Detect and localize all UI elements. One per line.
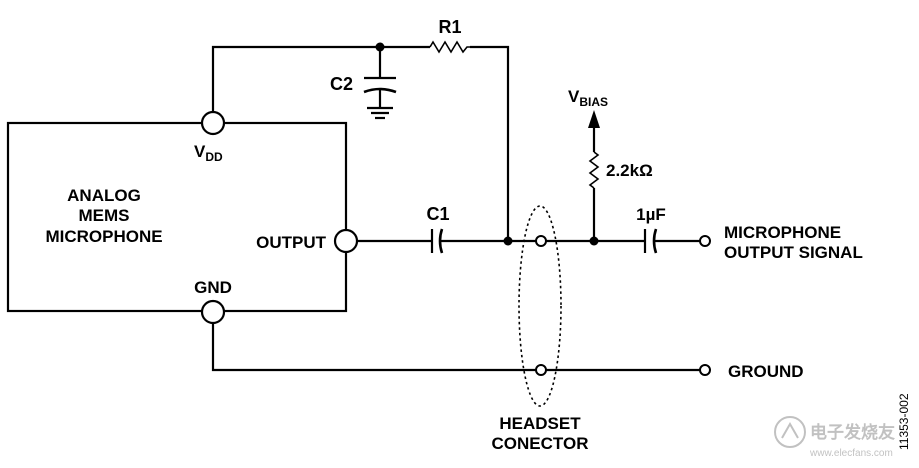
connector-ground-contact (535, 364, 547, 376)
r1-resistor (429, 40, 470, 54)
c2-label: C2 (330, 74, 353, 94)
bias-resistor (588, 151, 600, 189)
output-signal-label-line-1: MICROPHONE (724, 223, 841, 242)
block-label-line-1: ANALOG (67, 186, 141, 205)
connector-label-line-1: HEADSET (499, 414, 581, 433)
output-pin-label: OUTPUT (256, 233, 327, 252)
ground-symbol (367, 106, 393, 120)
bias-resistor-label: 2.2kΩ (606, 161, 653, 180)
r1-junction (503, 236, 513, 246)
output-signal-label-line-2: OUTPUT SIGNAL (724, 243, 863, 262)
watermark: 电子发烧友 www.elecfans.com (774, 416, 895, 459)
output-pin (333, 228, 359, 254)
vdd-pin (200, 110, 226, 136)
vbias-arrow (588, 110, 600, 128)
gnd-pin (200, 299, 226, 325)
vdd-pin-label: VDD (194, 142, 223, 164)
cout-label: 1µF (636, 205, 666, 224)
microphone-block (6, 121, 348, 313)
block-label-line-2: MEMS (79, 206, 130, 225)
block-label-line-3: MICROPHONE (45, 227, 162, 246)
gnd-pin-label: GND (194, 278, 232, 297)
ground-terminal (699, 364, 711, 376)
ground-label: GROUND (728, 362, 804, 381)
r1-gap (430, 42, 470, 52)
output-signal-terminal (699, 235, 711, 247)
headset-connector-outline (518, 205, 562, 407)
figure-id: 11353-002 (897, 393, 911, 450)
ground-wire-1 (211, 323, 536, 372)
r1-label: R1 (438, 17, 461, 37)
connector-label-line-2: CONECTOR (492, 434, 589, 453)
watermark-site: 电子发烧友 (810, 422, 895, 443)
c1-label: C1 (426, 204, 449, 224)
vbias-label: VBIAS (568, 87, 608, 109)
watermark-logo-icon (774, 416, 806, 448)
connector-signal-contact (535, 235, 547, 247)
watermark-url: www.elecfans.com (809, 448, 893, 459)
vdd-wire (211, 45, 510, 241)
